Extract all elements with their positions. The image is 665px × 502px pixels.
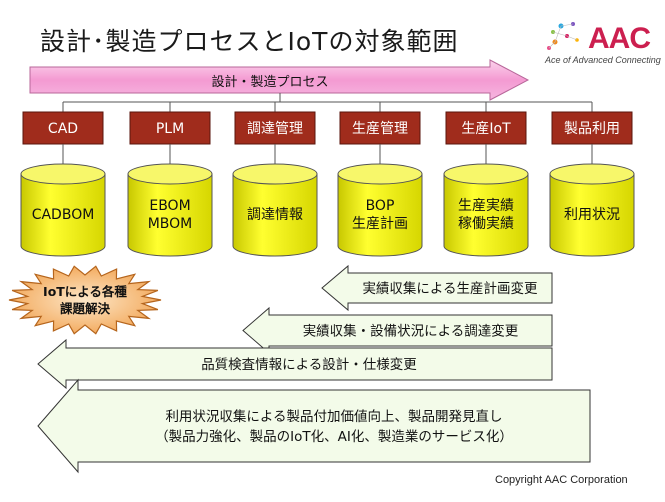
feedback-arrow-shape [37, 338, 553, 390]
feedback-arrow-shape [321, 264, 553, 312]
data-cylinder-body [337, 173, 423, 257]
badge-line: IoTによる各種 [43, 284, 127, 299]
page-title: 設計･製造プロセスとIoTの対象範囲 [40, 27, 459, 56]
feedback-arrow-4: 利用状況収集による製品付加価値向上、製品開発見直し （製品力強化、製品のIoT化、… [37, 378, 591, 474]
data-store-label: 調達情報 [247, 207, 303, 223]
stage-box [129, 111, 211, 145]
stage-label: 調達管理 [247, 121, 303, 137]
data-store-label: 生産実績 [458, 198, 514, 214]
data-cylinder-top [337, 163, 423, 185]
stage-label: CAD [48, 121, 78, 137]
feedback-arrow-3: 品質検査情報による設計・仕様変更 [37, 338, 553, 390]
data-cylinder-top [549, 163, 635, 185]
data-store-label: EBOM [149, 198, 190, 214]
data-store-label: CADBOM [32, 207, 95, 223]
feedback-arrows: 実績収集による生産計画変更実績収集・設備状況による調達変更品質検査情報による設計… [37, 264, 591, 474]
stage-1: CAD CADBOM [20, 102, 106, 257]
badge-line: 課題解決 [60, 301, 111, 316]
stage-box [445, 111, 527, 145]
feedback-arrow-2: 実績収集・設備状況による調達変更 [242, 306, 553, 355]
data-cylinder-top [127, 163, 213, 185]
copyright-text: Copyright AAC Corporation [495, 474, 628, 486]
data-cylinder-body [232, 173, 318, 257]
data-store-label: 生産計画 [352, 216, 408, 232]
stage-2: PLM EBOM MBOM [127, 102, 213, 257]
stage-4: 生産管理 BOP 生産計画 [337, 102, 423, 257]
stage-label: 生産管理 [352, 121, 408, 137]
logo-dots-icon [547, 22, 579, 50]
logo-text: AAC [588, 22, 651, 55]
process-arrow-label: 設計・製造プロセス [211, 74, 328, 90]
data-cylinder-body [549, 173, 635, 257]
feedback-arrow-label: 品質検査情報による設計・仕様変更 [201, 356, 417, 373]
logo-subtitle: Ace of Advanced Connecting [545, 55, 661, 65]
process-arrow: 設計・製造プロセス [29, 59, 530, 101]
data-store-label: BOP [366, 198, 395, 214]
data-cylinder-top [232, 163, 318, 185]
feedback-arrow-shape [37, 378, 591, 474]
feedback-arrow-1: 実績収集による生産計画変更 [321, 264, 553, 312]
data-cylinder-body [443, 173, 529, 257]
feedback-arrow-label: 実績収集による生産計画変更 [362, 280, 538, 297]
data-cylinder-body [20, 173, 106, 257]
iot-badge: IoTによる各種課題解決 [8, 265, 162, 335]
iot-badge-text: IoTによる各種課題解決 [43, 284, 127, 316]
stage-connectors [63, 93, 592, 103]
stage-box [234, 111, 316, 145]
stages: CADCADBOMPLMEBOMMBOM調達管理調達情報生産管理BOP生産計画生… [20, 102, 635, 257]
stage-box [551, 111, 633, 145]
data-store-label: MBOM [148, 216, 193, 232]
data-store-label: 利用状況 [564, 207, 620, 223]
feedback-arrow-label: 利用状況収集による製品付加価値向上、製品開発見直し [165, 409, 502, 425]
stage-label: PLM [156, 121, 184, 137]
data-cylinder-top [443, 163, 529, 185]
feedback-arrow-label: （製品力強化、製品のIoT化、AI化、製造業のサービス化） [155, 429, 513, 445]
stage-box [22, 111, 104, 145]
data-cylinder-top [20, 163, 106, 185]
data-cylinder-body [127, 173, 213, 257]
feedback-arrow-label: 実績収集・設備状況による調達変更 [303, 323, 519, 340]
stage-box [339, 111, 421, 145]
stage-label: 製品利用 [564, 121, 620, 137]
stage-label: 生産IoT [461, 121, 511, 137]
data-store-label: 稼働実績 [458, 216, 514, 232]
